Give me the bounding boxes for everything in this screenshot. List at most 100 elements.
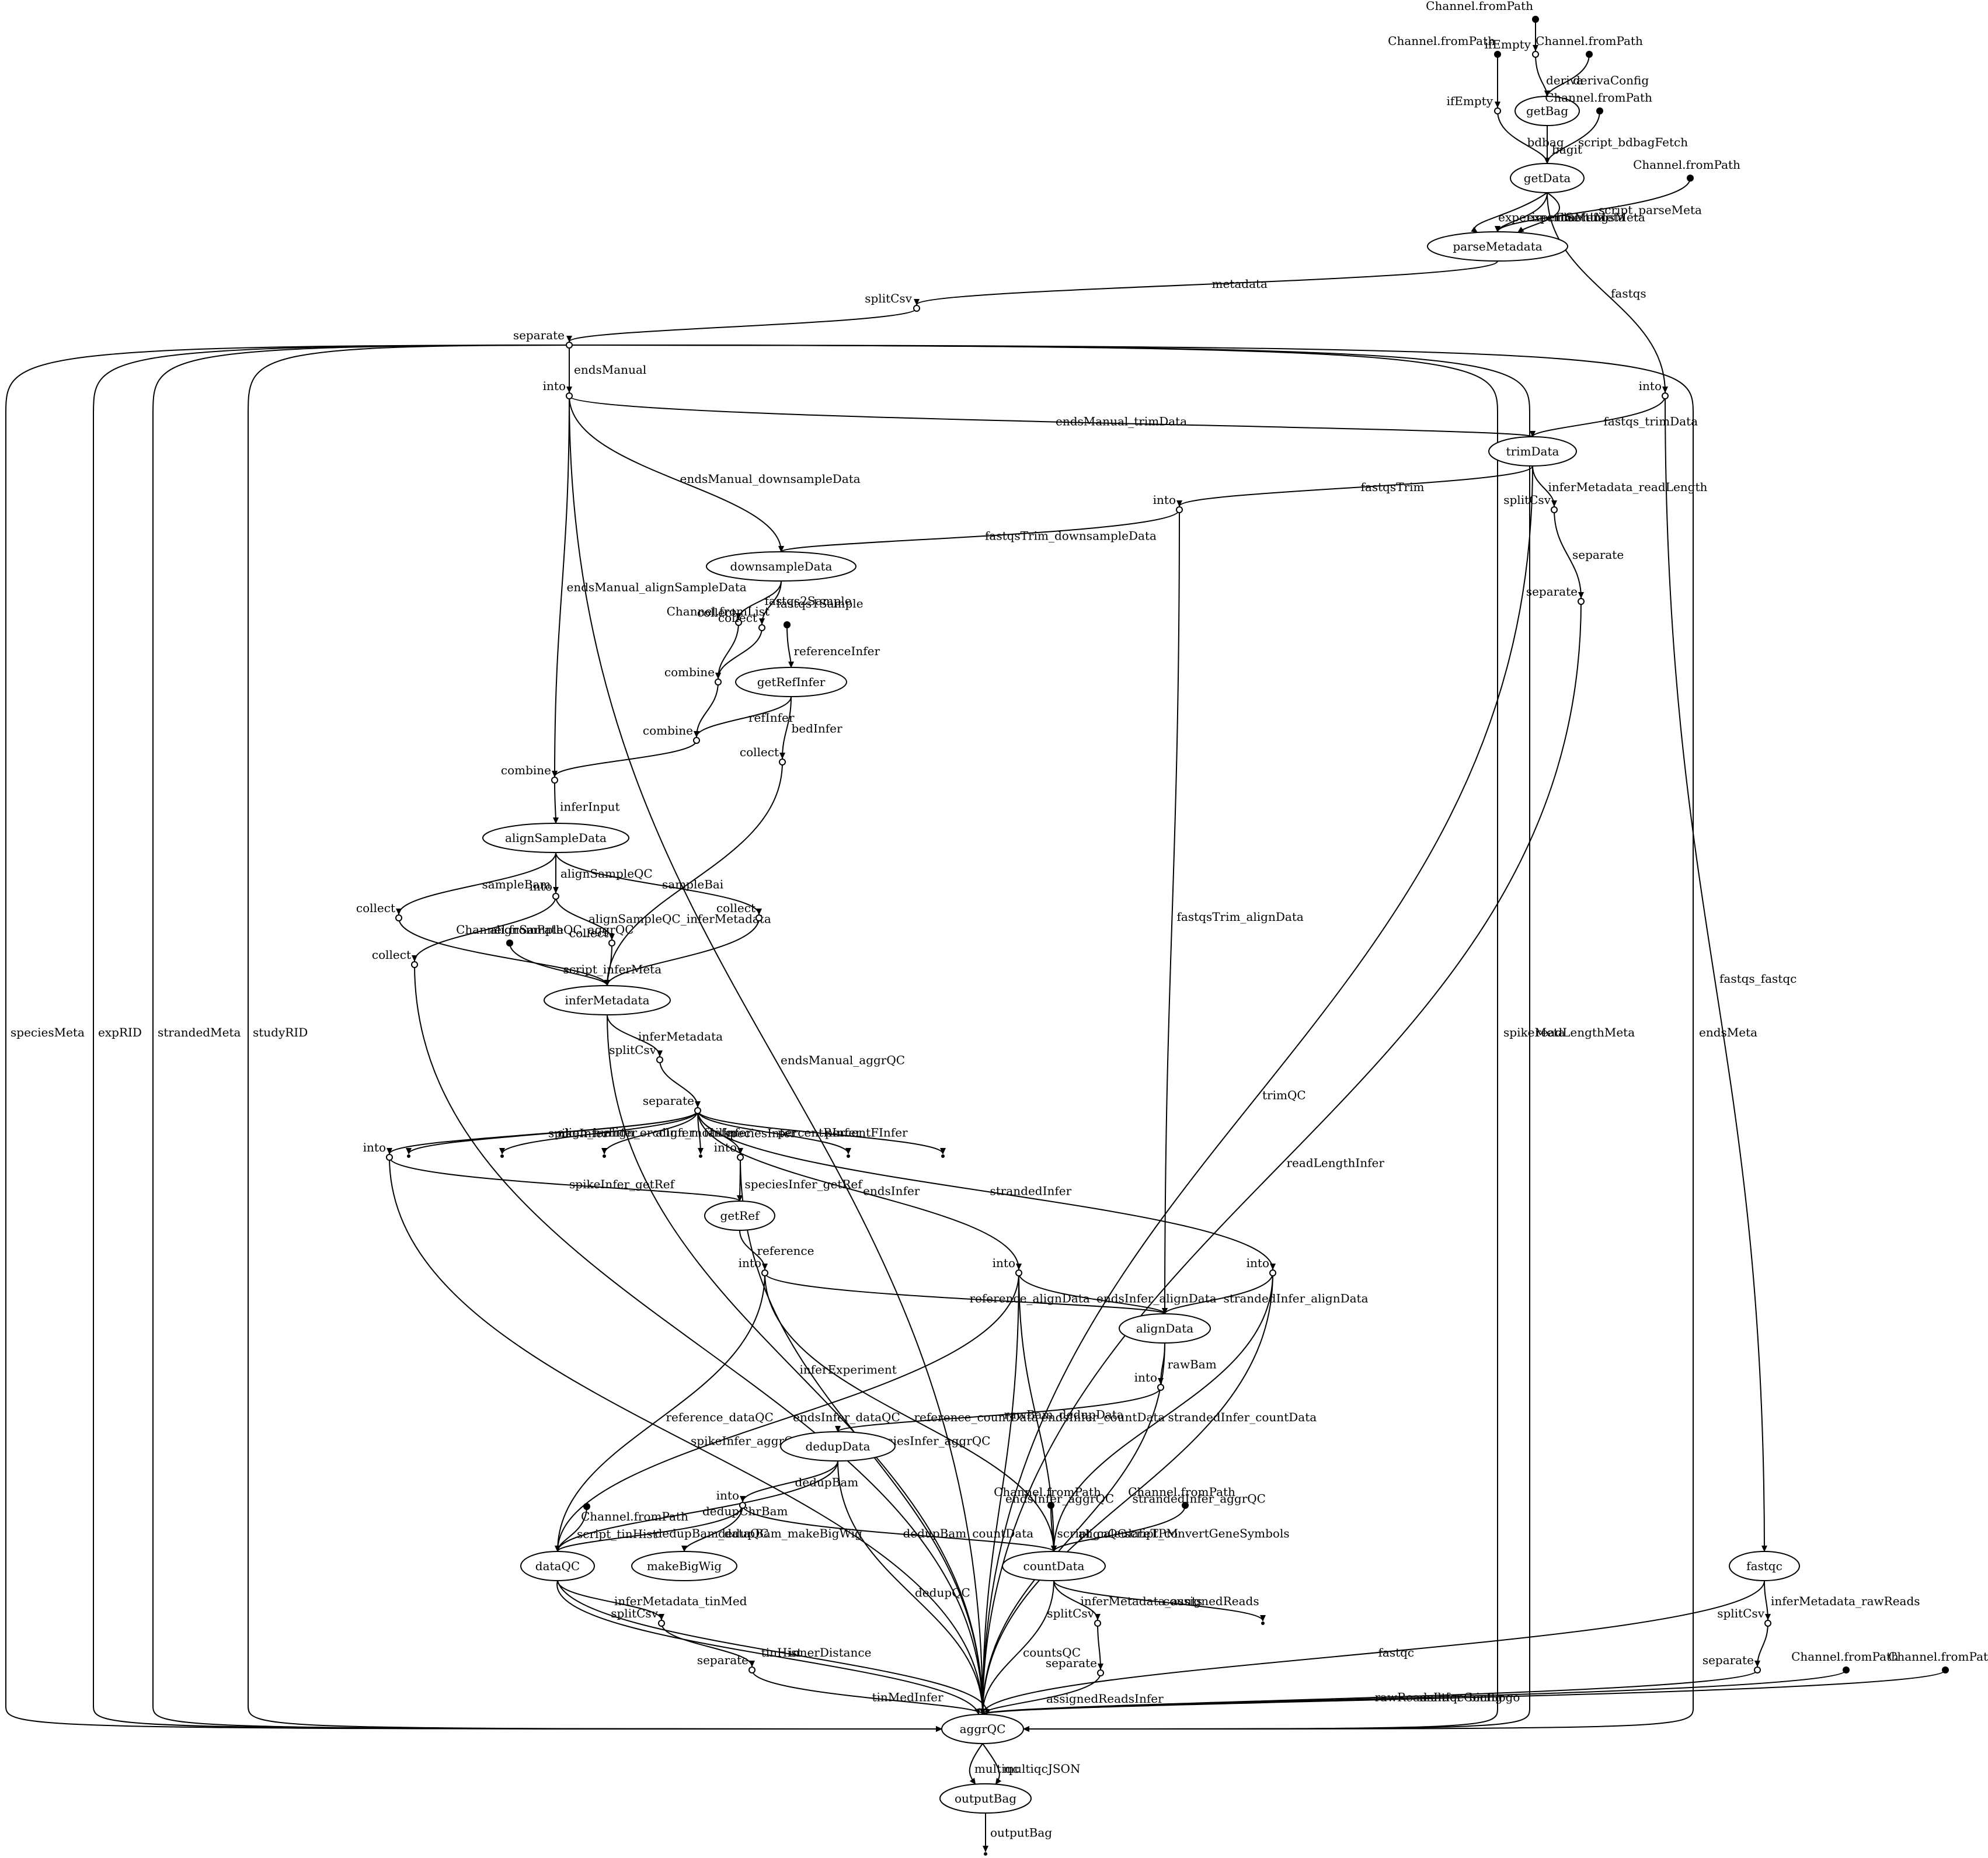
operator-node-o_splitCsv6[interactable]: splitCsv xyxy=(1717,1606,1771,1627)
source-node-s10[interactable]: Channel.fromPath xyxy=(1128,1485,1235,1509)
sink-node-k7 xyxy=(1261,1622,1265,1625)
process-node-getBag[interactable]: getBag xyxy=(1514,96,1580,126)
operator-node-o_splitCsv1[interactable]: splitCsv xyxy=(865,291,920,312)
source-node-s7[interactable]: Channel.fromPath xyxy=(456,923,563,947)
operator-node-o_collect2[interactable]: collect xyxy=(718,611,765,631)
process-node-aggrQC[interactable]: aggrQC xyxy=(941,1714,1024,1744)
operator-node-o_ifEmpty1[interactable]: ifEmpty xyxy=(1484,37,1539,58)
operator-node-o_splitCsv4[interactable]: splitCsv xyxy=(1047,1606,1101,1627)
operator-node-o_combine2[interactable]: combine xyxy=(643,723,700,744)
edge xyxy=(552,780,559,824)
edge-label: reference xyxy=(757,1244,814,1258)
edge xyxy=(1530,395,1666,437)
edge xyxy=(1471,192,1548,233)
source-node-s12[interactable]: Channel.fromPath xyxy=(1888,1650,1988,1673)
edge xyxy=(389,1157,743,1202)
operator-node-o_collect3[interactable]: collect xyxy=(740,745,786,766)
operator-node-o_separate3[interactable]: separate xyxy=(643,1094,701,1114)
operator-node-o_combine1[interactable]: combine xyxy=(664,665,722,686)
process-node-downsampleData[interactable]: downsampleData xyxy=(706,551,857,582)
process-label: getRefInfer xyxy=(757,675,826,689)
operator-node-o_into4[interactable]: into xyxy=(530,879,559,900)
source-node-s11[interactable]: Channel.fromPath xyxy=(1791,1650,1899,1673)
operator-node-o_collect1[interactable]: collect xyxy=(697,606,742,626)
operator-label: into xyxy=(993,1256,1015,1270)
operator-node-o_into7[interactable]: into xyxy=(739,1256,768,1276)
operator-node-o_separate1[interactable]: separate xyxy=(513,328,573,349)
process-node-getRef[interactable]: getRef xyxy=(704,1201,775,1231)
edge-label: reference_alignData xyxy=(970,1291,1090,1305)
operator-node-o_into6[interactable]: into xyxy=(714,1140,744,1161)
source-node-s5[interactable]: Channel.fromPath xyxy=(1633,158,1740,182)
source-node-s4[interactable]: Channel.fromPath xyxy=(1545,91,1652,114)
edge xyxy=(555,1506,587,1552)
process-node-makeBigWig[interactable]: makeBigWig xyxy=(631,1551,737,1581)
edge xyxy=(661,1623,755,1667)
process-node-getRefInfer[interactable]: getRefInfer xyxy=(735,667,847,697)
operator-node-o_separate6[interactable]: separate xyxy=(1702,1653,1761,1673)
edge xyxy=(1544,54,1590,97)
operator-node-o_into1[interactable]: into xyxy=(543,379,573,399)
edge xyxy=(1517,192,1560,233)
operator-node-o_collect4[interactable]: collect xyxy=(356,901,402,921)
source-label: Channel.fromPath xyxy=(1128,1485,1235,1499)
source-label: Channel.fromPath xyxy=(994,1485,1101,1499)
edge xyxy=(779,696,792,759)
process-node-trimData[interactable]: trimData xyxy=(1488,436,1577,467)
edge xyxy=(1097,1623,1103,1670)
operator-node-o_into11[interactable]: into xyxy=(716,1488,746,1509)
source-node-s3[interactable]: Channel.fromPath xyxy=(1388,34,1501,58)
operator-node-o_separate5[interactable]: separate xyxy=(697,1653,755,1673)
operator-node-o_into9[interactable]: into xyxy=(1247,1256,1276,1276)
process-node-alignSampleData[interactable]: alignSampleData xyxy=(482,823,629,853)
operator-node-o_collect5[interactable]: collect xyxy=(716,901,763,921)
process-ellipse xyxy=(780,1431,896,1462)
operator-node-o_splitCsv2[interactable]: splitCsv xyxy=(1503,493,1558,513)
operator-node-o_into3[interactable]: into xyxy=(1153,493,1183,513)
operator-node-o_splitCsv5[interactable]: splitCsv xyxy=(611,1606,665,1627)
edge xyxy=(694,696,792,737)
edge xyxy=(555,852,762,915)
process-node-outputBag[interactable]: outputBag xyxy=(939,1783,1032,1814)
process-node-dedupData[interactable]: dedupData xyxy=(780,1431,896,1462)
source-node-s2[interactable]: Channel.fromPath xyxy=(1536,34,1643,58)
operator-dot xyxy=(1176,506,1183,513)
source-label: Channel.fromPath xyxy=(1388,34,1495,48)
edge xyxy=(555,1460,838,1552)
process-node-getData[interactable]: getData xyxy=(1510,163,1585,193)
edge-label: speciesMeta xyxy=(11,1025,85,1039)
process-node-inferMetadata[interactable]: inferMetadata xyxy=(544,985,671,1015)
source-dot xyxy=(506,940,513,947)
edge-label: fastqs xyxy=(1611,286,1646,300)
operator-node-o_into10[interactable]: into xyxy=(1134,1370,1164,1391)
operator-node-o_collect6[interactable]: collect xyxy=(372,948,418,968)
process-node-alignData[interactable]: alignData xyxy=(1119,1313,1211,1344)
operator-label: splitCsv xyxy=(865,291,912,305)
edge-label: fastqs_fastqc xyxy=(1719,972,1796,986)
source-node-s9[interactable]: Channel.fromPath xyxy=(994,1485,1101,1509)
edge-label: reference_dataQC xyxy=(666,1410,774,1424)
operator-node-o_combine3[interactable]: combine xyxy=(501,763,558,784)
source-node-s13[interactable] xyxy=(784,621,791,628)
operator-node-o_into2[interactable]: into xyxy=(1639,379,1669,399)
source-node-s6[interactable]: Channel.fromList xyxy=(667,604,791,628)
operator-node-o_separate2[interactable]: separate xyxy=(1526,584,1585,605)
source-node-s1[interactable]: Channel.fromPath xyxy=(1426,0,1539,23)
operator-node-o_collect7[interactable]: collect xyxy=(569,926,615,947)
process-node-fastqc[interactable]: fastqc xyxy=(1729,1551,1800,1581)
edge-label: bagit xyxy=(1552,142,1582,156)
process-node-parseMetadata[interactable]: parseMetadata xyxy=(1427,231,1568,262)
operator-dot xyxy=(755,914,763,921)
edge xyxy=(604,761,783,986)
operator-dot xyxy=(1269,1269,1276,1276)
edge-label: inferInput xyxy=(560,799,620,813)
operator-node-o_ifEmpty2[interactable]: ifEmpty xyxy=(1446,94,1501,114)
operator-node-o_splitCsv3[interactable]: splitCsv xyxy=(609,1043,663,1063)
process-node-dataQC[interactable]: dataQC xyxy=(520,1551,595,1581)
operator-node-o_into8[interactable]: into xyxy=(993,1256,1022,1276)
operator-label: splitCsv xyxy=(1717,1606,1764,1620)
source-node-s8[interactable]: Channel.fromPath xyxy=(581,1503,688,1523)
operator-node-o_separate4[interactable]: separate xyxy=(1046,1656,1104,1676)
process-node-countData[interactable]: countData xyxy=(1002,1551,1106,1581)
operator-node-o_into5[interactable]: into xyxy=(363,1140,393,1161)
